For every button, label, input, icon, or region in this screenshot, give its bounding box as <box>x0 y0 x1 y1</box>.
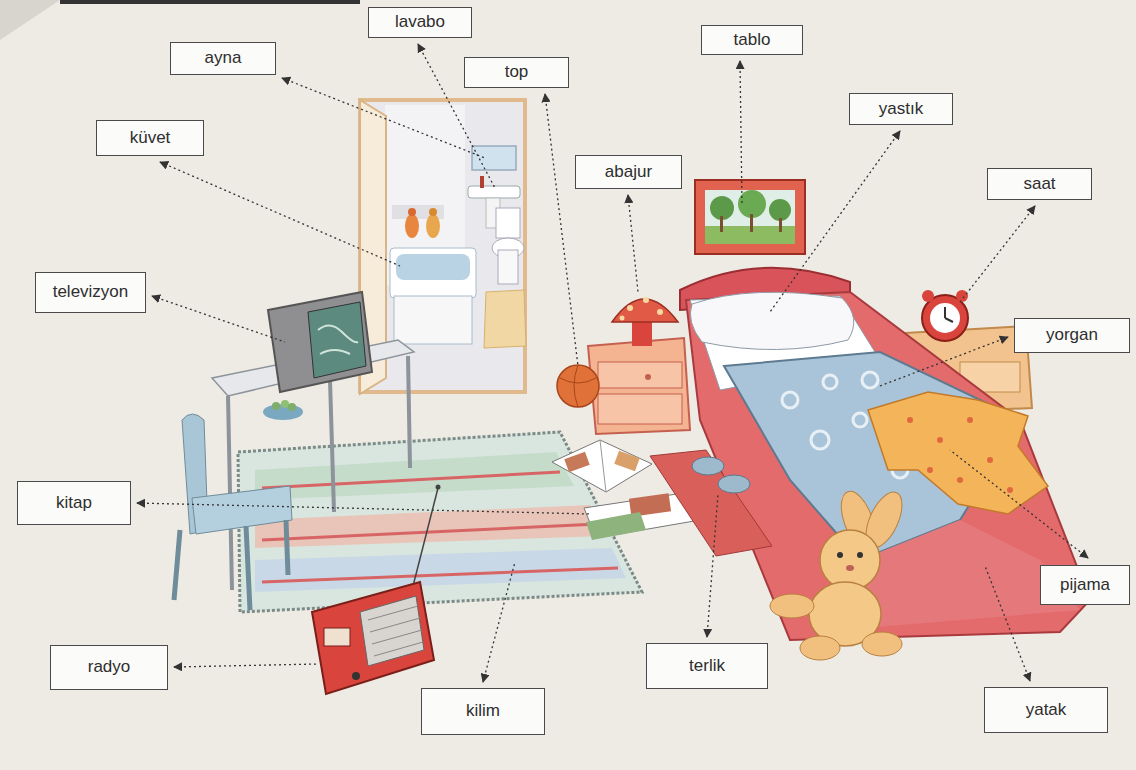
chair <box>174 414 292 610</box>
label-box: lavabo <box>368 7 472 38</box>
page-shadow <box>0 0 60 40</box>
leader-line <box>174 664 318 667</box>
picture <box>695 180 805 254</box>
label-text: ayna <box>205 49 242 68</box>
label-box: televizyon <box>35 272 146 313</box>
label-box: radyo <box>50 645 168 690</box>
leader-line <box>707 494 718 637</box>
mirror <box>472 146 516 170</box>
label-box: tablo <box>701 25 803 55</box>
radio <box>312 485 441 695</box>
leader-line <box>152 296 285 342</box>
nightstand <box>588 338 690 434</box>
leader-line <box>628 195 638 292</box>
leader-line <box>282 78 485 158</box>
leader-line <box>137 503 590 514</box>
leader-lines <box>137 44 1088 682</box>
teddy-bunny <box>770 487 909 660</box>
leader-line <box>985 566 1030 681</box>
leader-line <box>960 206 1035 302</box>
leader-line <box>160 162 400 266</box>
leader-line <box>770 131 900 312</box>
label-text: top <box>505 63 529 82</box>
label-box: abajur <box>575 155 682 189</box>
toilet <box>492 208 524 284</box>
label-text: televizyon <box>53 283 129 302</box>
ball <box>557 365 599 407</box>
label-text: lavabo <box>395 13 445 32</box>
label-box: pijama <box>1040 565 1130 605</box>
label-box: kilim <box>421 688 545 735</box>
label-box: yastık <box>849 93 953 125</box>
label-text: radyo <box>88 658 131 677</box>
label-text: yatak <box>1026 701 1067 720</box>
label-text: pijama <box>1060 576 1110 595</box>
label-text: saat <box>1023 175 1055 194</box>
rug <box>238 432 642 612</box>
leader-line <box>950 450 1088 558</box>
leader-line <box>740 61 742 205</box>
label-box: kitap <box>17 481 131 525</box>
leader-line <box>545 94 578 366</box>
lamp <box>612 297 678 346</box>
label-box: ayna <box>170 42 276 75</box>
label-text: tablo <box>734 31 771 50</box>
label-text: yastık <box>879 100 923 119</box>
label-text: abajur <box>605 163 652 182</box>
label-text: kilim <box>466 702 500 721</box>
television <box>268 292 372 392</box>
label-text: küvet <box>130 129 171 148</box>
label-text: kitap <box>56 494 92 513</box>
leader-line <box>880 337 1008 386</box>
label-box: yatak <box>984 687 1108 733</box>
label-text: yorgan <box>1046 326 1098 345</box>
label-box: terlik <box>646 643 768 689</box>
label-box: saat <box>987 168 1092 200</box>
label-box: küvet <box>96 120 204 156</box>
bath-mat <box>484 290 526 348</box>
label-box: top <box>464 57 569 88</box>
slippers <box>650 450 772 556</box>
label-box: yorgan <box>1014 318 1130 353</box>
alarm-clock <box>922 290 968 341</box>
label-text: terlik <box>689 657 725 676</box>
page-rule <box>60 0 360 4</box>
leader-line <box>483 562 515 682</box>
